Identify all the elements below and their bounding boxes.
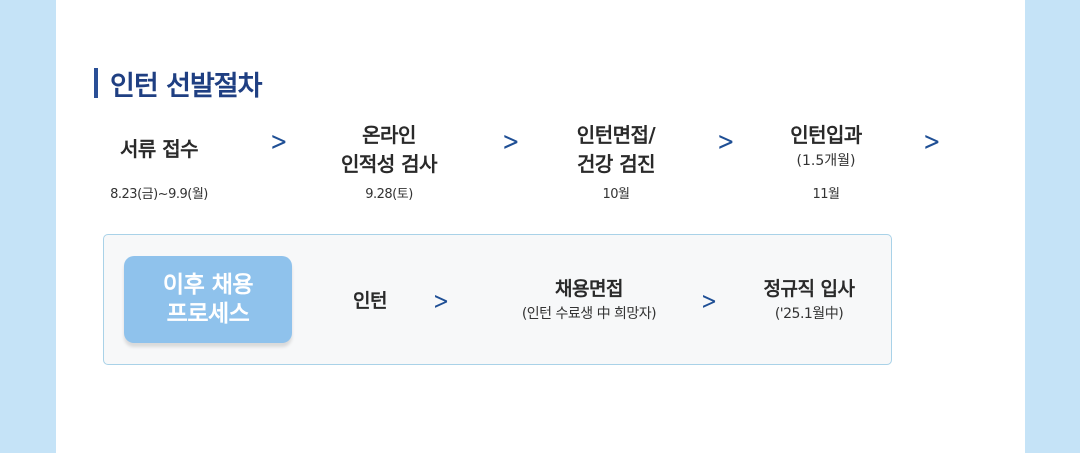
title-accent-bar (94, 68, 98, 98)
chevron-right-icon: > (923, 127, 941, 157)
chevron-right-icon: > (717, 127, 735, 157)
process-step-note: (인턴 수료생 中 희망자) (521, 306, 657, 322)
chevron-right-icon: > (433, 287, 450, 315)
chevron-right-icon: > (502, 127, 520, 157)
step-duration: (1.5개월) (796, 153, 856, 169)
process-step-hiring-interview: 채용면접 (인턴 수료생 中 희망자) (479, 276, 699, 326)
step-label: 서류 접수 (119, 137, 199, 161)
step-label: 인턴입과 (790, 123, 862, 147)
step-date: 10월 (602, 187, 630, 202)
step-document-submission: 서류 접수 (64, 135, 254, 164)
step-date: 8.23(금)~9.9(월) (110, 187, 208, 202)
badge-line2: 프로세스 (166, 300, 250, 327)
post-hiring-process-box: 이후 채용 프로세스 인턴 > 채용면접 (인턴 수료생 中 희망자) > 정규… (103, 234, 892, 365)
process-step-intern: 인턴 (334, 288, 406, 314)
chevron-right-icon: > (701, 287, 718, 315)
step-label: 인턴면접/ (576, 123, 656, 147)
process-step-label: 채용면접 (555, 278, 623, 300)
process-badge: 이후 채용 프로세스 (124, 256, 292, 343)
process-step-full-time-entry: 정규직 입사 ('25.1월中) (734, 276, 884, 326)
step-label: 온라인 (362, 123, 416, 147)
chevron-right-icon: > (270, 127, 288, 157)
step-interview-health-check: 인턴면접/ 건강 검진 (521, 121, 711, 179)
section-title: 인턴 선발절차 (110, 70, 262, 102)
step-intern-entry: 인턴입과 (1.5개월) (731, 121, 921, 172)
step-date: 11월 (812, 187, 840, 202)
section-heading: 인턴 선발절차 (94, 66, 262, 102)
content-card: 인턴 선발절차 서류 접수 8.23(금)~9.9(월) > 온라인 인적성 검… (56, 0, 1025, 453)
step-label-line2: 인적성 검사 (341, 152, 437, 176)
step-date: 9.28(토) (365, 187, 413, 202)
process-step-label: 정규직 입사 (763, 278, 855, 300)
badge-line1: 이후 채용 (162, 271, 254, 298)
process-step-note: ('25.1월中) (774, 306, 844, 322)
step-online-aptitude-test: 온라인 인적성 검사 (294, 121, 484, 179)
step-label-line2: 건강 검진 (576, 152, 656, 176)
process-step-label: 인턴 (353, 290, 387, 312)
